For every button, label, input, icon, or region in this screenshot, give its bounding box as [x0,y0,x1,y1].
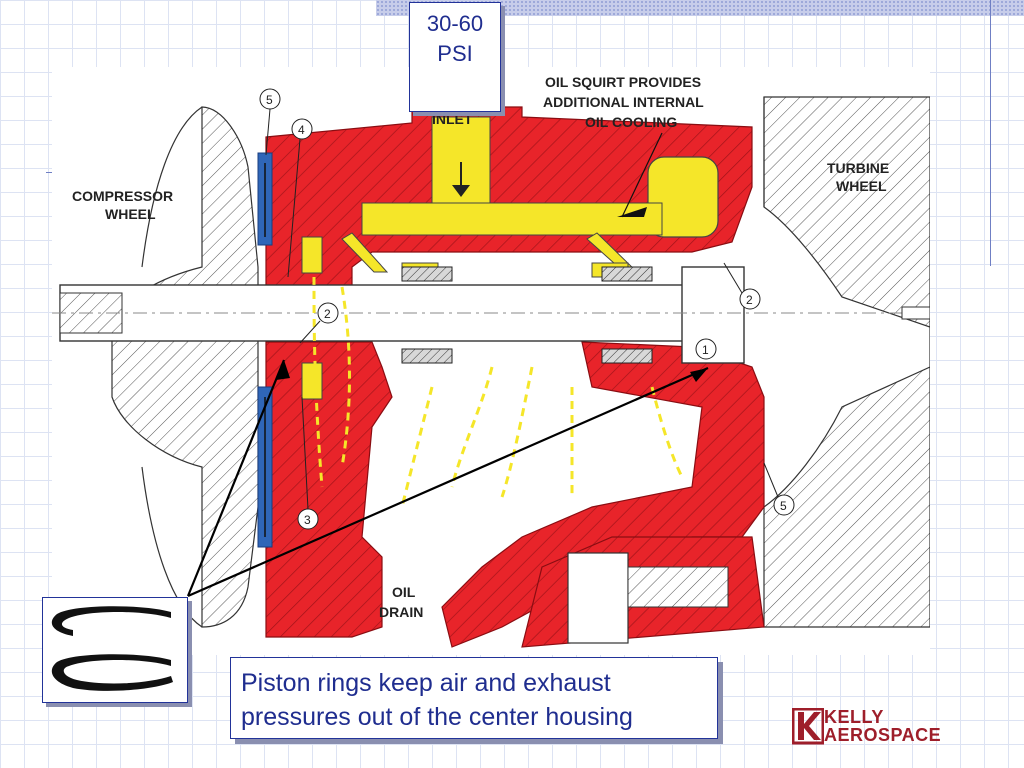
slide-rule-tick [46,172,54,173]
svg-text:5: 5 [266,93,273,107]
svg-text:5: 5 [780,499,787,513]
callout-2-right: 2 [723,262,761,310]
kelly-logo-mark-icon [791,707,825,745]
callout-2-left: 2 [299,302,339,344]
pressure-label-box: 30-60 PSI [409,2,501,112]
svg-text:3: 3 [304,513,311,527]
logo-line-2: AEROSPACE [824,725,942,745]
pressure-value: 30-60 [426,11,484,36]
caption-box: Piston rings keep air and exhaust pressu… [230,657,718,739]
label-oil-drain-2: DRAIN [379,604,423,620]
header-band [376,0,1024,16]
callout-4: 4 [287,118,313,278]
turbocharger-cutaway-diagram: INLET OIL SQUIRT PROVIDES ADDITIONAL INT… [52,67,930,655]
callout-1: 1 [695,338,717,360]
svg-text:4: 4 [298,123,305,137]
label-oil-drain-1: OIL [392,584,416,600]
callout-5-top: 5 [259,88,281,156]
label-compressor-1: COMPRESSOR [72,188,173,204]
label-oil-squirt-1: OIL SQUIRT PROVIDES [545,74,701,90]
label-turbine-1: TURBINE [827,160,889,176]
svg-text:1: 1 [702,343,709,357]
journal-bearings [401,266,653,364]
slide-rule-line [990,0,991,266]
piston-ring-image [42,597,188,703]
label-inlet: INLET [432,111,473,127]
svg-text:2: 2 [324,307,331,321]
svg-text:2: 2 [746,293,753,307]
label-compressor-2: WHEEL [105,206,156,222]
caption-line-2: pressures out of the center housing [241,703,633,731]
label-oil-squirt-3: OIL COOLING [585,114,677,130]
turbine-wheel [763,96,930,628]
pressure-unit: PSI [437,41,473,66]
callout-5-bottom: 5 [763,462,795,516]
caption-line-1: Piston rings keep air and exhaust [241,669,611,697]
kelly-aerospace-logo: KELLY AEROSPACE [791,707,972,746]
logo-line-1: KELLY [824,707,884,727]
label-turbine-2: WHEEL [836,178,887,194]
label-oil-squirt-2: ADDITIONAL INTERNAL [543,94,704,110]
